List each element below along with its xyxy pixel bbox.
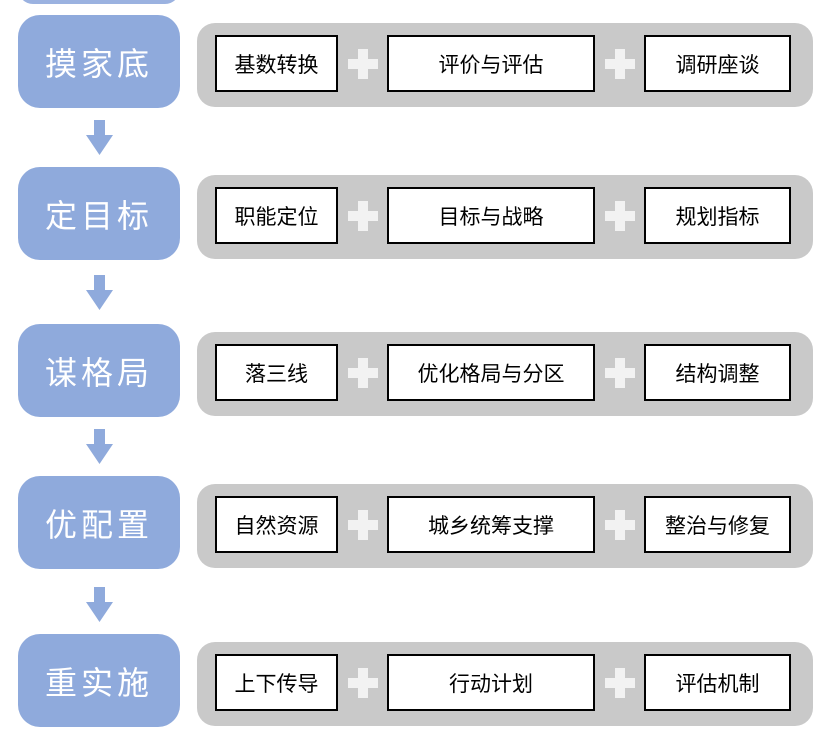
step-box: 结构调整 bbox=[644, 344, 791, 401]
step-box: 优化格局与分区 bbox=[387, 344, 595, 401]
plus-icon bbox=[347, 200, 378, 231]
steps-bar: 上下传导 行动计划 评估机制 bbox=[197, 642, 813, 726]
step-box: 评估机制 bbox=[644, 654, 791, 711]
plus-icon bbox=[604, 509, 635, 540]
step-box: 自然资源 bbox=[215, 496, 338, 553]
plus-icon bbox=[347, 509, 378, 540]
plus-icon bbox=[347, 48, 378, 79]
down-arrow-icon bbox=[86, 587, 113, 622]
step-box: 整治与修复 bbox=[644, 496, 791, 553]
down-arrow-icon bbox=[86, 275, 113, 310]
process-row-5: 重实施 上下传导 行动计划 评估机制 bbox=[0, 634, 837, 727]
stage-box: 谋格局 bbox=[18, 324, 180, 417]
down-arrow-icon bbox=[86, 429, 113, 464]
process-row-2: 定目标 职能定位 目标与战略 规划指标 bbox=[0, 167, 837, 260]
plus-icon bbox=[604, 48, 635, 79]
steps-bar: 落三线 优化格局与分区 结构调整 bbox=[197, 332, 813, 416]
steps-bar: 自然资源 城乡统筹支撑 整治与修复 bbox=[197, 484, 813, 568]
down-arrow-icon bbox=[86, 120, 113, 155]
plus-icon bbox=[347, 357, 378, 388]
step-box: 落三线 bbox=[215, 344, 338, 401]
step-box: 基数转换 bbox=[215, 35, 338, 92]
step-box: 城乡统筹支撑 bbox=[387, 496, 595, 553]
step-box: 上下传导 bbox=[215, 654, 338, 711]
plus-icon bbox=[604, 667, 635, 698]
process-row-1: 摸家底 基数转换 评价与评估 调研座谈 bbox=[0, 15, 837, 108]
step-box: 调研座谈 bbox=[644, 35, 791, 92]
plus-icon bbox=[604, 200, 635, 231]
step-box: 目标与战略 bbox=[387, 187, 595, 244]
steps-bar: 职能定位 目标与战略 规划指标 bbox=[197, 175, 813, 259]
plus-icon bbox=[347, 667, 378, 698]
cropped-shape-top-edge bbox=[18, 0, 180, 4]
stage-box: 摸家底 bbox=[18, 15, 180, 108]
process-row-4: 优配置 自然资源 城乡统筹支撑 整治与修复 bbox=[0, 476, 837, 569]
step-box: 行动计划 bbox=[387, 654, 595, 711]
stage-box: 重实施 bbox=[18, 634, 180, 727]
step-box: 规划指标 bbox=[644, 187, 791, 244]
stage-box: 优配置 bbox=[18, 476, 180, 569]
step-box: 职能定位 bbox=[215, 187, 338, 244]
step-box: 评价与评估 bbox=[387, 35, 595, 92]
steps-bar: 基数转换 评价与评估 调研座谈 bbox=[197, 23, 813, 107]
stage-box: 定目标 bbox=[18, 167, 180, 260]
process-row-3: 谋格局 落三线 优化格局与分区 结构调整 bbox=[0, 324, 837, 417]
plus-icon bbox=[604, 357, 635, 388]
